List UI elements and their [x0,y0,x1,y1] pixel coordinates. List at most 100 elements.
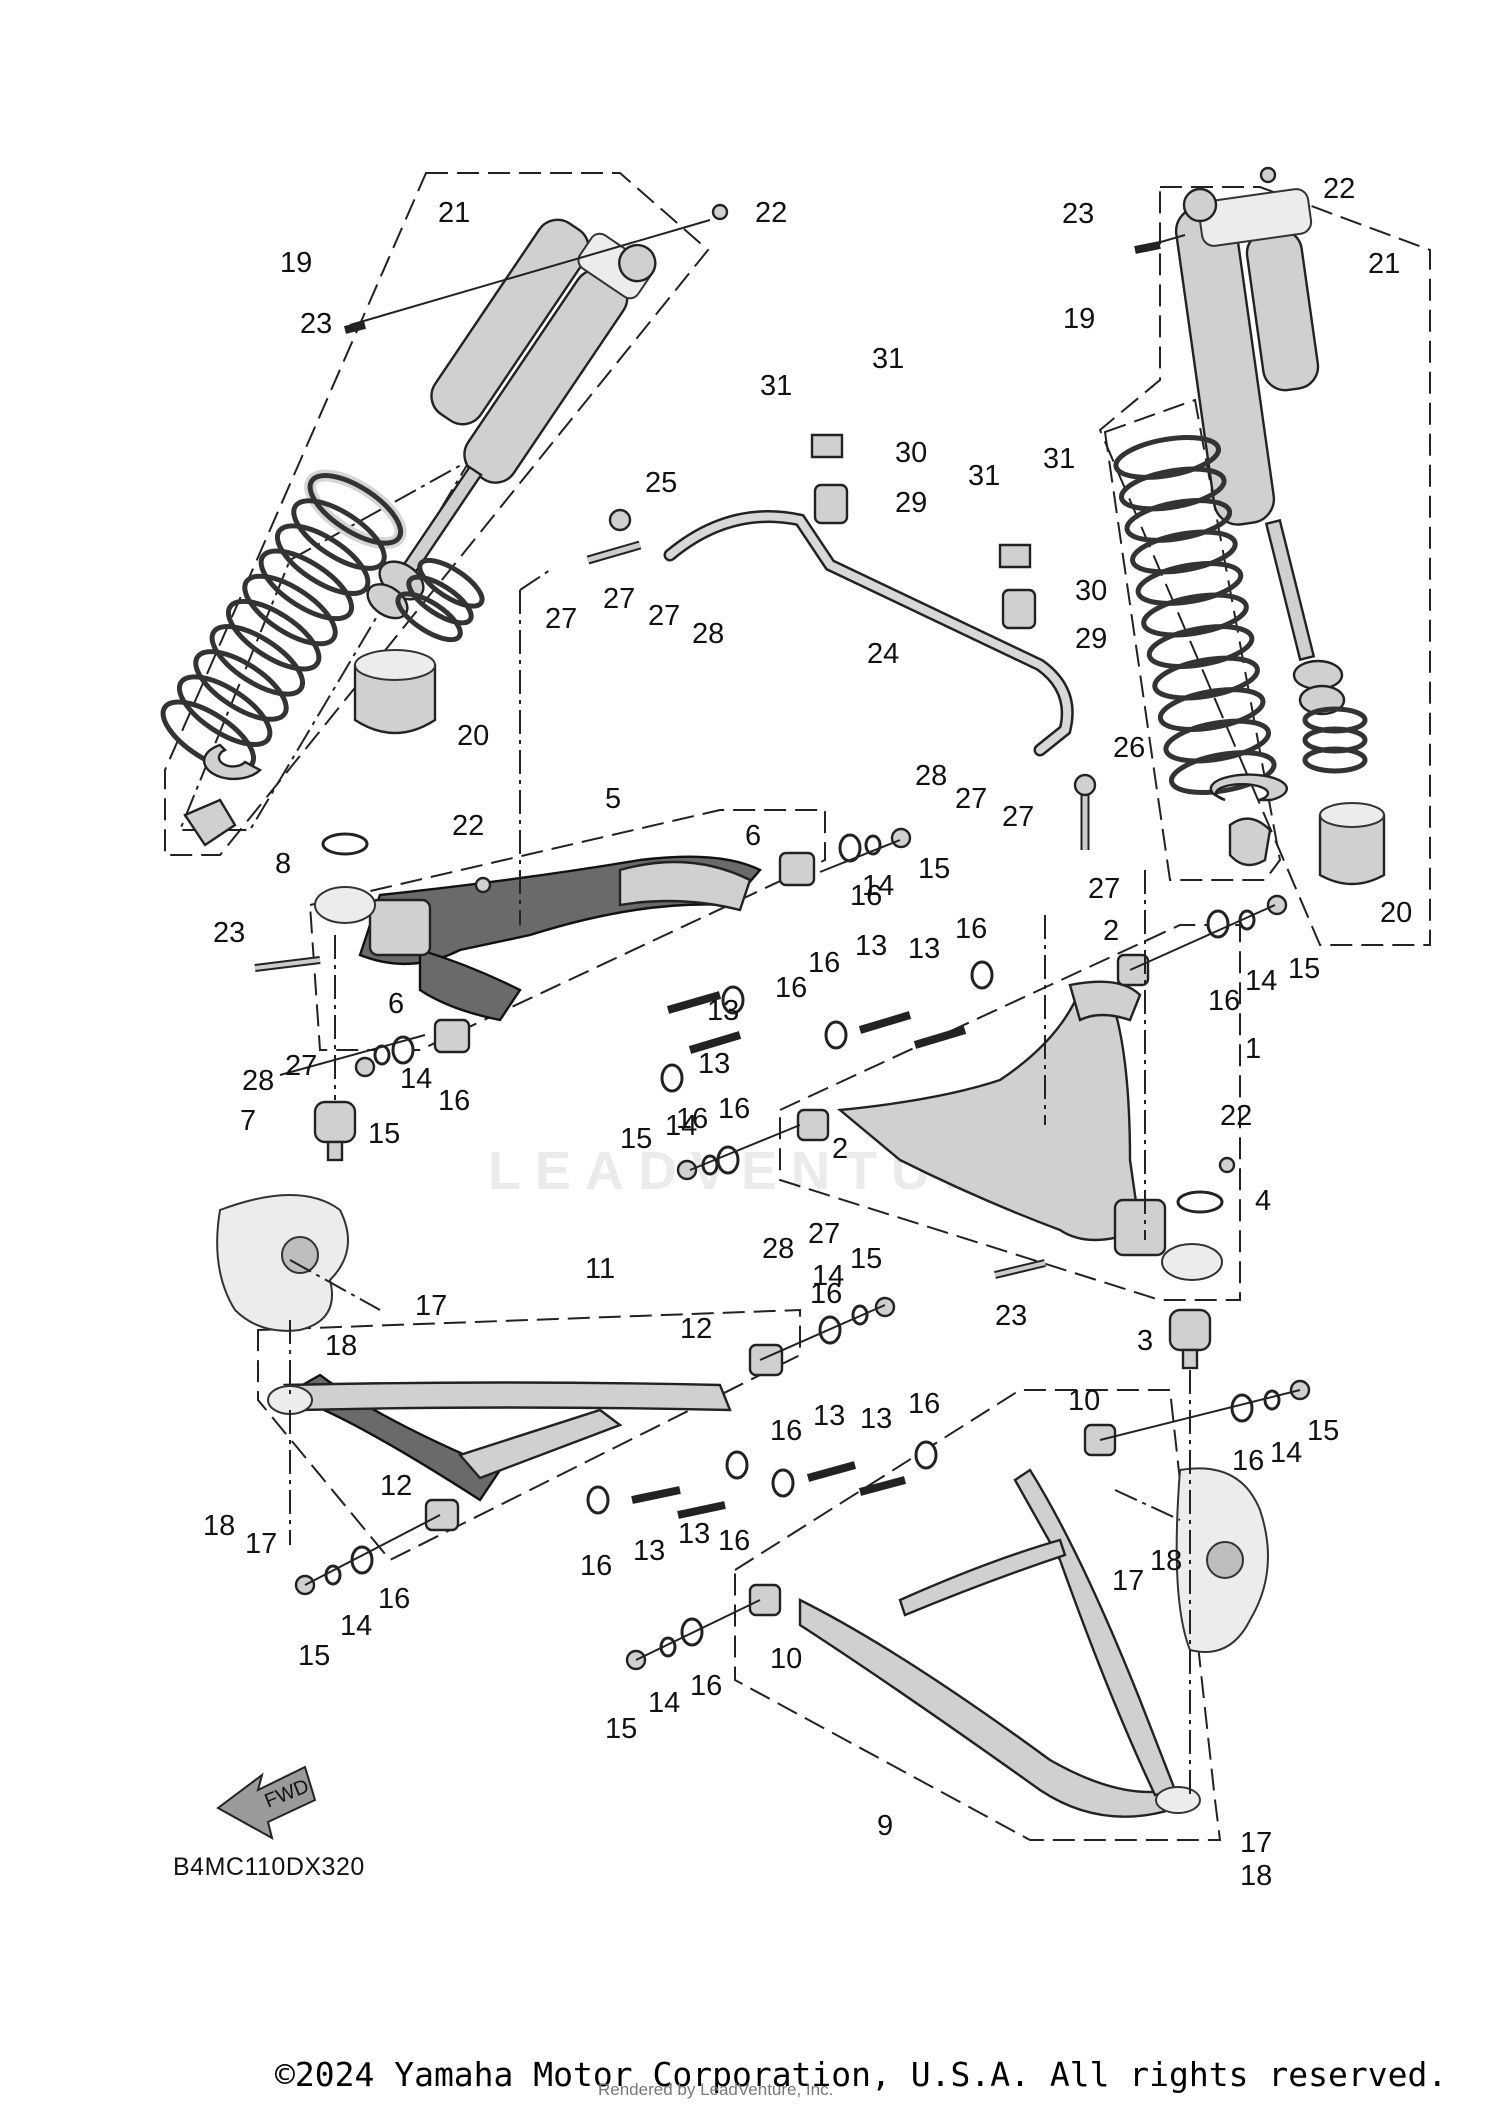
callout-15: 15 [298,1640,330,1672]
callout-13: 13 [813,1400,845,1432]
callout-16: 16 [1232,1445,1264,1477]
stabilizer-link-rods [586,508,1097,850]
callout-13: 13 [678,1518,710,1550]
callout-31: 31 [872,343,904,375]
callout-16: 16 [955,913,987,945]
callout-14: 14 [1270,1437,1302,1469]
callout-21: 21 [1368,248,1400,280]
copyright-notice: ©2024 Yamaha Motor Corporation, U.S.A. A… [275,2055,1448,2094]
callout-4: 4 [1255,1185,1271,1217]
callout-18: 18 [1240,1860,1272,1892]
callout-15: 15 [605,1713,637,1745]
callout-15: 15 [1288,953,1320,985]
callout-6: 6 [745,820,761,852]
right-bump-stop-cup [1318,802,1386,886]
callout-18: 18 [325,1330,357,1362]
callout-25: 25 [645,467,677,499]
callout-16: 16 [770,1415,802,1447]
callout-27: 27 [285,1050,317,1082]
callout-13: 13 [855,930,887,962]
callout-1: 1 [1245,1033,1261,1065]
callout-16: 16 [690,1670,722,1702]
callout-11: 11 [585,1253,615,1285]
callout-16: 16 [808,947,840,979]
callout-23: 23 [213,917,245,949]
callout-16: 16 [908,1388,940,1420]
fwd-arrow-icon: FWD [216,1765,317,1840]
callout-14: 14 [812,1260,844,1292]
left-shock-absorber [366,218,657,620]
callout-22: 22 [755,197,787,229]
callout-15: 15 [368,1118,400,1150]
stabilizer-bar [663,433,1074,757]
callout-22: 22 [452,810,484,842]
steering-knuckle-left [216,1194,349,1332]
rendered-by-notice: Rendered by LeadVenture, Inc. [598,2080,834,2099]
callout-18: 18 [203,1510,235,1542]
callout-7: 7 [240,1105,256,1137]
callout-14: 14 [400,1063,432,1095]
callout-16: 16 [718,1525,750,1557]
callout-31: 31 [760,370,792,402]
callout-15: 15 [1307,1415,1339,1447]
callout-17: 17 [1240,1827,1272,1859]
lower-arm-right [798,1468,1201,1818]
snap-rings [321,832,1224,1214]
left-coil-spring [160,469,485,847]
right-coil-spring [1113,435,1368,867]
callout-23: 23 [300,308,332,340]
upper-arm-left [314,855,762,1022]
callout-14: 14 [648,1687,680,1719]
callout-27: 27 [545,603,577,635]
callout-27: 27 [648,600,680,632]
callout-10: 10 [770,1643,802,1675]
callout-16: 16 [775,972,807,1004]
callout-13: 13 [707,995,739,1027]
callout-17: 17 [245,1528,277,1560]
callout-16: 16 [378,1583,410,1615]
callout-12: 12 [380,1470,412,1502]
callout-30: 30 [895,437,927,469]
callout-27: 27 [1002,801,1034,833]
callout-22: 22 [1323,173,1355,205]
callout-10: 10 [1068,1385,1100,1417]
callout-8: 8 [275,848,291,880]
group-outline-upper-arm-right [779,924,1241,1301]
group-outline-lower-arm-right [734,1389,1222,1841]
callout-2: 2 [1103,915,1119,947]
upper-arm-right [837,980,1223,1281]
ball-joint-7 [313,1100,357,1162]
leader-lines [279,219,1301,1800]
callout-18: 18 [1150,1545,1182,1577]
callout-9: 9 [877,1810,893,1842]
right-shock-absorber [1174,187,1346,716]
callout-20: 20 [1380,897,1412,929]
callout-13: 13 [860,1403,892,1435]
callout-16: 16 [718,1093,750,1125]
callout-16: 16 [810,1278,842,1310]
callout-17: 17 [1112,1565,1144,1597]
callout-26: 26 [1113,732,1145,764]
group-outline-upper-arm-left [308,809,826,1051]
callout-12: 12 [680,1313,712,1345]
callout-16: 16 [850,880,882,912]
callout-3: 3 [1137,1325,1153,1357]
callout-2: 2 [832,1133,848,1165]
callout-15: 15 [918,853,950,885]
callout-30: 30 [1075,575,1107,607]
left-bump-stop-cup [353,649,437,735]
callout-19: 19 [280,247,312,279]
callout-31: 31 [968,460,1000,492]
group-outline-lower-arm-left [257,1308,801,1562]
group-outline-spring-right [1103,398,1282,881]
callout-14: 14 [1245,965,1277,997]
callout-27: 27 [1088,873,1120,905]
callout-31: 31 [1043,443,1075,475]
callout-28: 28 [692,618,724,650]
callout-16: 16 [676,1103,708,1135]
callout-13: 13 [698,1048,730,1080]
callout-14: 14 [862,870,894,902]
callout-19: 19 [1063,303,1095,335]
callout-16: 16 [438,1085,470,1117]
